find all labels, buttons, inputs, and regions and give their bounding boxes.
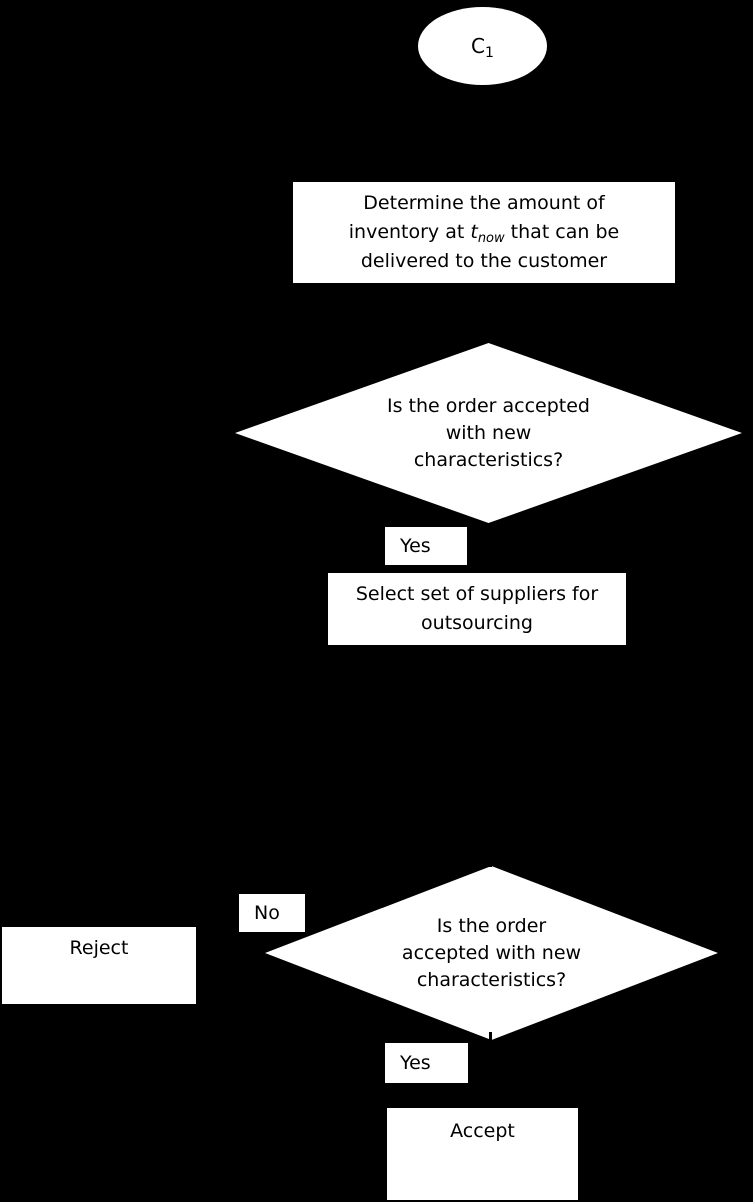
terminal-reject: Reject bbox=[2, 927, 196, 1004]
decision2-line2: accepted with new bbox=[401, 941, 582, 964]
arrow-tick-top-icon bbox=[489, 860, 492, 867]
process-select-line2: outsourcing bbox=[421, 612, 533, 634]
process-select-line1: Select set of suppliers for bbox=[355, 583, 599, 605]
yes2-text: Yes bbox=[400, 1052, 431, 1074]
line2-pre: inventory at bbox=[348, 221, 471, 243]
edge-label-yes-1: Yes bbox=[385, 527, 467, 565]
decision-order-accepted-2: Is the order accepted with new character… bbox=[265, 866, 718, 1040]
decision2-line1: Is the order bbox=[436, 914, 547, 937]
start-ellipse-c1: C1 bbox=[418, 7, 547, 85]
arrow-tick-bottom-icon bbox=[489, 1032, 492, 1041]
line2-post: that can be bbox=[504, 221, 620, 243]
decision1-line1: Is the order accepted bbox=[387, 394, 590, 417]
edge-label-yes-2: Yes bbox=[385, 1043, 468, 1083]
decision1-line3: characteristics? bbox=[413, 448, 564, 471]
decision1-line2: with new bbox=[445, 421, 532, 444]
start-label-subscript: 1 bbox=[485, 45, 494, 61]
process-determine-line2: inventory at tnow that can be bbox=[349, 218, 619, 247]
accept-text: Accept bbox=[450, 1120, 515, 1142]
process-determine-inventory: Determine the amount of inventory at tno… bbox=[293, 182, 675, 283]
edge-label-no: No bbox=[239, 894, 305, 932]
yes1-text: Yes bbox=[400, 535, 431, 557]
start-label: C1 bbox=[471, 32, 494, 60]
process-select-suppliers: Select set of suppliers for outsourcing bbox=[328, 573, 626, 645]
line2-variable-t: t bbox=[470, 221, 478, 243]
line2-variable-subscript-now: now bbox=[477, 231, 505, 246]
reject-text: Reject bbox=[69, 937, 129, 959]
decision2-line3: characteristics? bbox=[416, 968, 567, 991]
process-determine-line1: Determine the amount of bbox=[363, 192, 605, 214]
decision-order-accepted-1: Is the order accepted with new character… bbox=[235, 343, 742, 523]
terminal-accept: Accept bbox=[387, 1108, 578, 1200]
process-determine-line3: delivered to the customer bbox=[360, 250, 608, 272]
start-label-main: C bbox=[471, 34, 486, 58]
no-text: No bbox=[254, 902, 280, 924]
